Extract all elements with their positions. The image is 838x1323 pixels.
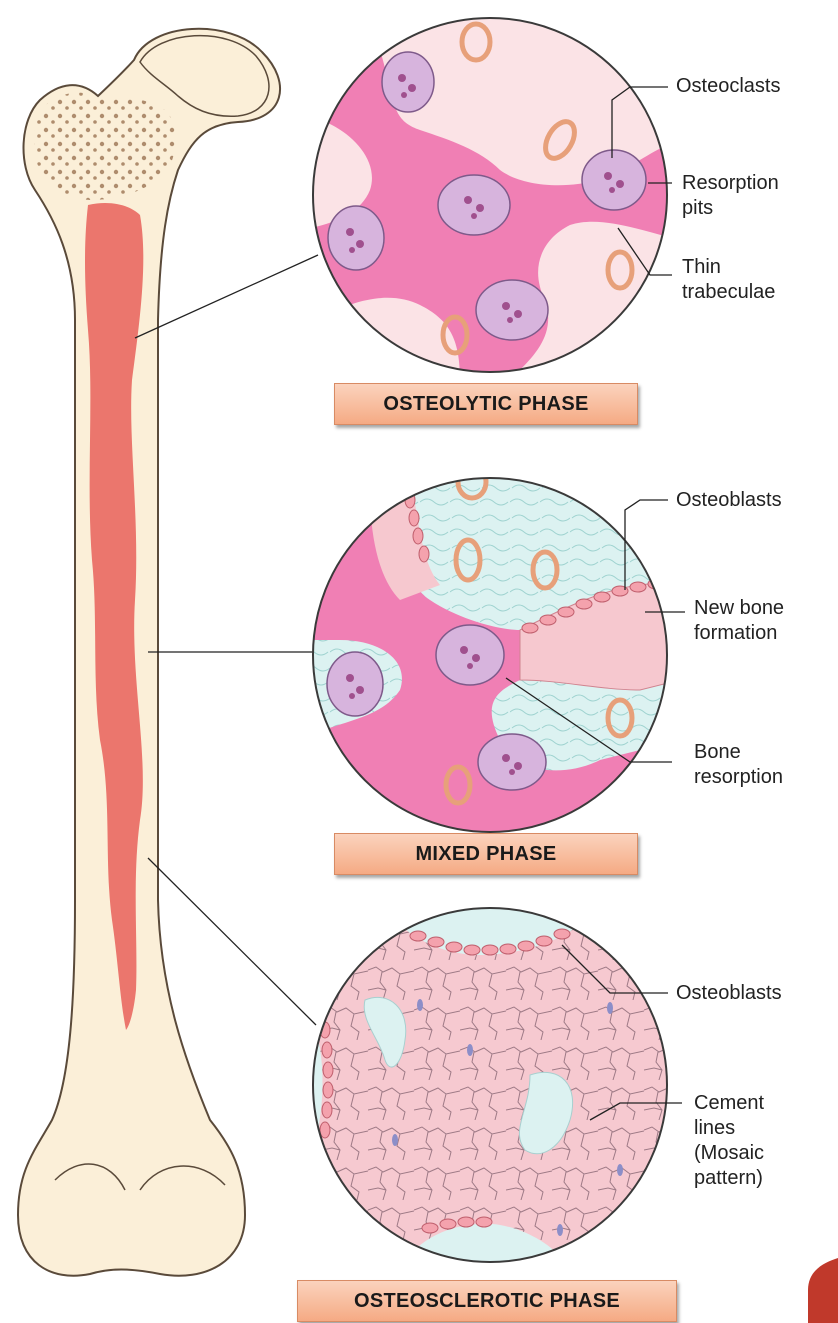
label-osteoblasts-mixed: Osteoblasts (676, 488, 782, 513)
osteoblast-cell (500, 944, 516, 954)
osteocyte (557, 1224, 563, 1236)
pointer-line-osteolytic (135, 255, 318, 338)
label-cement-lines: Cement lines (Mosaic pattern) (694, 1091, 764, 1191)
osteoblast-cell (540, 615, 556, 625)
fibrous-left (300, 1000, 323, 1180)
label-new-bone-formation: New bone formation (694, 596, 784, 646)
osteoclast-cell (478, 734, 546, 790)
osteoblast-cell (320, 1122, 330, 1138)
osteoblast-cell (440, 1219, 456, 1229)
osteoclast-cell (327, 652, 383, 716)
osteoblast-cell (630, 582, 646, 592)
osteosclerotic-phase-title: OSTEOSCLEROTIC PHASE (297, 1280, 677, 1322)
osteoblast-cell (522, 623, 538, 633)
mixed-phase-title: MIXED PHASE (334, 833, 638, 875)
osteocyte (607, 1002, 613, 1014)
osteoclast-cell (438, 175, 510, 235)
osteoclast-cell (476, 280, 548, 340)
osteoblast-cell (554, 929, 570, 939)
osteoblast-cell (458, 1217, 474, 1227)
osteoblast-cell (518, 941, 534, 951)
osteoblast-cell (322, 1102, 332, 1118)
osteocyte (417, 999, 423, 1011)
mixed-circle (300, 466, 680, 860)
osteoblast-cell (476, 1217, 492, 1227)
label-bone-resorption: Bone resorption (694, 740, 783, 790)
label-resorption-pits: Resorption pits (682, 171, 779, 221)
osteoclast-cell (582, 150, 646, 210)
pointer-line-osteosclerotic (148, 858, 316, 1025)
osteolytic-circle (300, 10, 680, 390)
osteoblast-cell (446, 942, 462, 952)
osteoblast-cell (558, 607, 574, 617)
osteocyte (467, 1044, 473, 1056)
osteoblast-cell (536, 936, 552, 946)
osteoblast-cell (594, 592, 610, 602)
osteoblast-cell (464, 945, 480, 955)
osteoblast-cell (419, 546, 429, 562)
osteoblast-cell (428, 937, 444, 947)
label-osteoblasts-sclerotic: Osteoblasts (676, 981, 782, 1006)
osteoblast-cell (413, 528, 423, 544)
osteoblast-cell (323, 1062, 333, 1078)
osteoblast-cell (410, 931, 426, 941)
osteocyte (617, 1164, 623, 1176)
osteosclerotic-circle (300, 900, 680, 1280)
label-osteoclasts: Osteoclasts (676, 74, 780, 99)
osteoblast-cell (482, 945, 498, 955)
osteoclast-cell (382, 52, 434, 112)
label-thin-trabeculae: Thin trabeculae (682, 255, 775, 305)
corner-decoration (808, 1258, 838, 1323)
osteoclast-cell (436, 625, 504, 685)
osteocyte (392, 1134, 398, 1146)
osteoblast-cell (409, 510, 419, 526)
osteoblast-cell (422, 1223, 438, 1233)
osteoblast-cell (323, 1082, 333, 1098)
osteolytic-phase-title: OSTEOLYTIC PHASE (334, 383, 638, 425)
osteoclast-cell (328, 206, 384, 270)
osteoblast-cell (322, 1042, 332, 1058)
osteoblast-cell (576, 599, 592, 609)
